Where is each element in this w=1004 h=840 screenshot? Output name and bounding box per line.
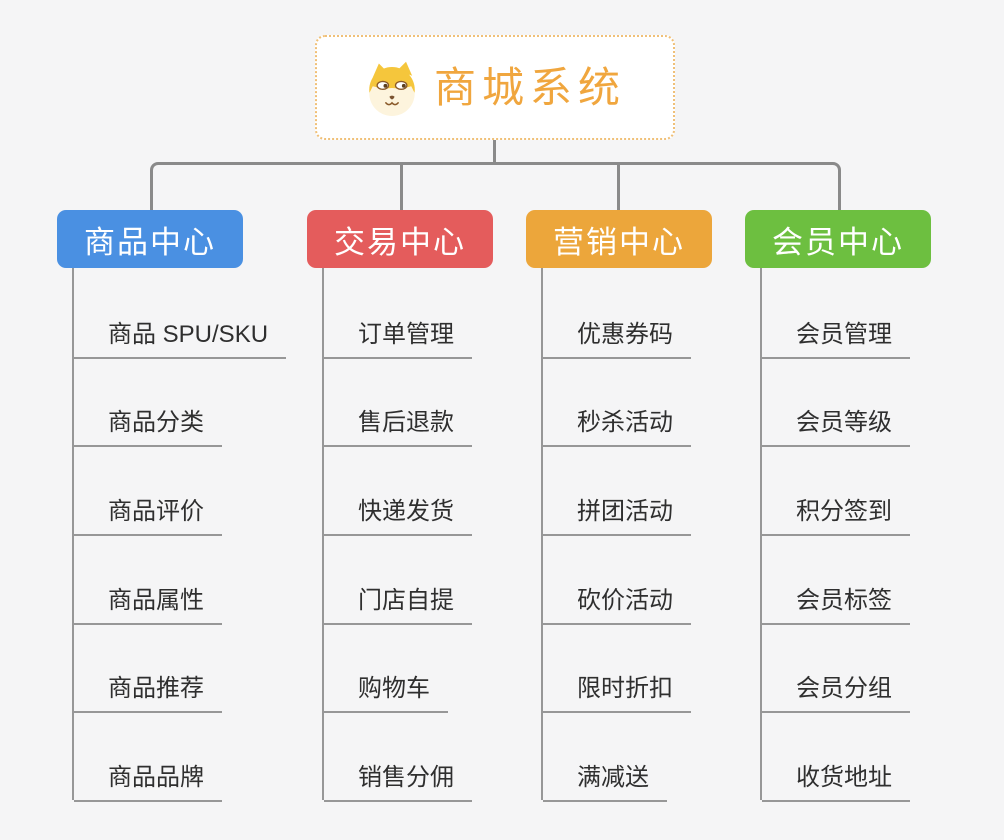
leaf-row: 会员管理 [762,268,931,359]
branch-marketing-leaves: 优惠券码 秒杀活动 拼团活动 砍价活动 限时折扣 满减送 [541,268,712,803]
leaf-node-categories[interactable]: 商品分类 [74,408,222,448]
doge-icon [369,61,415,116]
branch-node-product-center[interactable]: 商品中心 [57,210,243,268]
leaf-row: 购物车 [324,623,493,714]
branch-node-marketing-center[interactable]: 营销中心 [526,210,712,268]
leaf-node-orders[interactable]: 订单管理 [324,320,472,359]
branch-node-trade-center[interactable]: 交易中心 [307,210,493,268]
branch-product-leaves: 商品 SPU/SKU 商品分类 商品评价 商品属性 商品推荐 商品品牌 [72,268,287,803]
leaf-row: 商品评价 [74,445,286,537]
leaf-row: 会员分组 [762,623,931,714]
leaf-node-spend-save[interactable]: 满减送 [543,763,667,803]
branch-marketing-center: 营销中心 优惠券码 秒杀活动 拼团活动 砍价活动 限时折扣 满减送 [526,210,712,803]
branch-trade-leaves: 订单管理 售后退款 快递发货 门店自提 购物车 销售分佣 [322,268,493,803]
leaf-node-member-levels[interactable]: 会员等级 [762,408,910,448]
leaf-row: 商品 SPU/SKU [74,268,287,359]
leaf-row: 秒杀活动 [543,357,712,448]
leaf-node-addresses[interactable]: 收货地址 [762,763,910,803]
leaf-node-bargain[interactable]: 砍价活动 [543,586,691,625]
leaf-node-member-mgmt[interactable]: 会员管理 [762,320,910,359]
leaf-node-store-pickup[interactable]: 门店自提 [324,586,472,625]
leaf-node-reviews[interactable]: 商品评价 [74,497,222,537]
leaf-row: 拼团活动 [543,445,712,537]
branch-node-member-center[interactable]: 会员中心 [745,210,931,268]
leaf-node-group-buy[interactable]: 拼团活动 [543,497,691,537]
leaf-node-attributes[interactable]: 商品属性 [74,586,222,625]
leaf-row: 订单管理 [324,268,493,359]
leaf-row: 优惠券码 [543,268,712,359]
branch-product-center: 商品中心 商品 SPU/SKU 商品分类 商品评价 商品属性 商品推荐 商品品牌 [57,210,287,803]
leaf-node-commission[interactable]: 销售分佣 [324,763,472,803]
leaf-row: 满减送 [543,711,712,803]
leaf-row: 商品品牌 [74,711,286,803]
leaf-row: 商品分类 [74,357,286,448]
leaf-row: 限时折扣 [543,623,712,714]
leaf-node-member-tags[interactable]: 会员标签 [762,586,910,625]
leaf-row: 快递发货 [324,445,493,537]
leaf-node-refunds[interactable]: 售后退款 [324,408,472,448]
root-title: 商城系统 [433,63,626,111]
leaf-row: 商品推荐 [74,623,286,714]
leaf-row: 会员标签 [762,534,931,625]
leaf-node-brands[interactable]: 商品品牌 [74,763,222,803]
leaf-row: 售后退款 [324,357,493,448]
leaf-node-recommend[interactable]: 商品推荐 [74,674,222,714]
branch-member-leaves: 会员管理 会员等级 积分签到 会员标签 会员分组 收货地址 [760,268,931,803]
root-node[interactable]: 商城系统 [315,35,675,140]
leaf-node-member-groups[interactable]: 会员分组 [762,674,910,714]
connector-right-branch [619,162,841,213]
leaf-node-points-checkin[interactable]: 积分签到 [762,497,910,537]
branch-trade-center: 交易中心 订单管理 售后退款 快递发货 门店自提 购物车 销售分佣 [307,210,493,803]
leaf-row: 砍价活动 [543,534,712,625]
leaf-node-coupons[interactable]: 优惠券码 [543,320,691,359]
connector-mid-branch [400,162,622,165]
branch-member-center: 会员中心 会员管理 会员等级 积分签到 会员标签 会员分组 收货地址 [745,210,931,803]
leaf-node-flash-sale[interactable]: 秒杀活动 [543,408,691,448]
connector-left-branch [150,162,406,213]
leaf-row: 商品属性 [74,534,286,625]
leaf-node-shipping[interactable]: 快递发货 [324,497,472,537]
leaf-node-cart[interactable]: 购物车 [324,674,448,714]
connector-drop-trade [400,164,403,210]
leaf-row: 会员等级 [762,357,931,448]
leaf-row: 积分签到 [762,445,931,537]
leaf-row: 销售分佣 [324,711,493,803]
leaf-node-time-discount[interactable]: 限时折扣 [543,674,691,714]
leaf-row: 门店自提 [324,534,493,625]
connector-root-stem [493,140,496,165]
leaf-row: 收货地址 [762,711,931,803]
leaf-node-spu-sku[interactable]: 商品 SPU/SKU [74,320,287,359]
connector-drop-marketing [617,164,620,210]
